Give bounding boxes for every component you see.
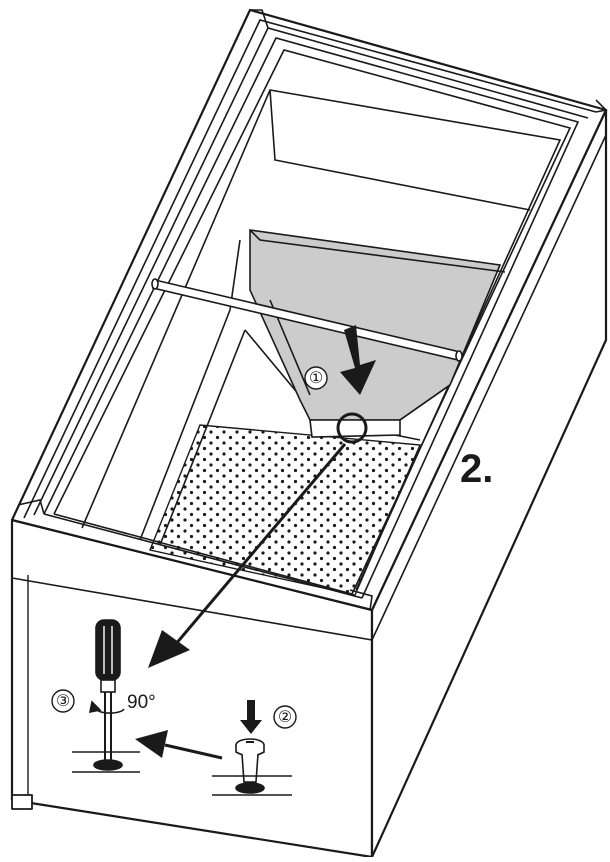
step-marker-2: ② (273, 705, 297, 729)
step-marker-3: ③ (51, 689, 75, 713)
magnifier-circle-icon (336, 412, 368, 444)
long-arrow-icon (148, 443, 347, 668)
foot-icon (212, 738, 292, 796)
step-marker-1-label: ① (309, 370, 323, 387)
perforated-bottom (149, 424, 422, 596)
cabinet-body (10, 8, 608, 859)
screwdriver-icon (72, 619, 140, 773)
cross-rod (151, 278, 463, 362)
step-number: 2. (460, 447, 493, 491)
step-marker-1: ① (304, 366, 328, 390)
rotation-angle-label: 90° (127, 692, 156, 713)
rotation-arrow-icon (88, 700, 125, 714)
down-arrow-icon (340, 325, 376, 395)
step-marker-2-label: ② (278, 709, 292, 726)
left-arrow-icon (135, 730, 223, 760)
foot-down-arrow-icon (240, 700, 262, 734)
step-marker-3-label: ③ (56, 693, 70, 710)
